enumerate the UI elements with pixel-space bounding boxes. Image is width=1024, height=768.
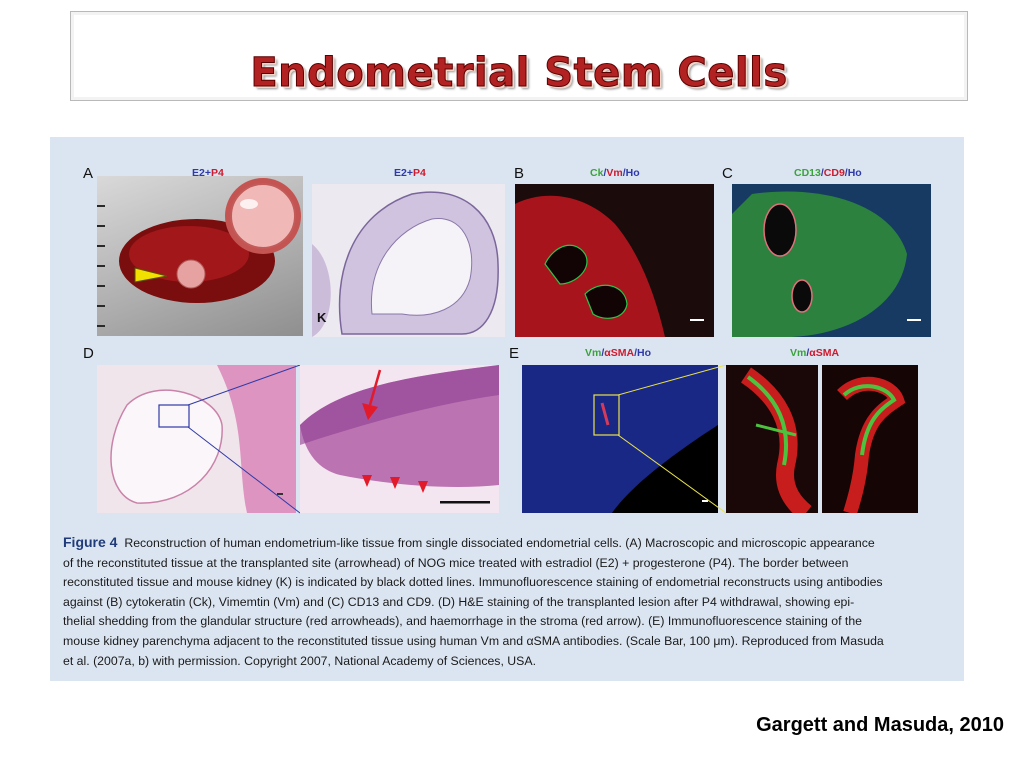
stain-ho: Ho [625, 167, 640, 179]
panel-a-macro-photo [97, 176, 303, 336]
caption-figure-label: Figure 4 [63, 534, 118, 550]
citation-credit: Gargett and Masuda, 2010 [756, 714, 1004, 736]
panel-e-overview [522, 365, 718, 513]
caption-line-7: et al. (2007a, b) with permission. Copyr… [63, 653, 536, 668]
caption-line-2: of the reconstituted tissue at the trans… [63, 555, 849, 570]
panel-label-a: A [83, 165, 94, 182]
histology-graphic [312, 191, 499, 337]
stain-vm: Vm [606, 167, 623, 179]
panel-d-he-zoom [300, 365, 499, 513]
stain-ck: Ck [590, 167, 604, 179]
panel-e-zoom-2 [822, 365, 918, 513]
stain-sep: / [622, 167, 626, 179]
kidney-photo-graphic [97, 178, 301, 327]
title-box: Endometrial Stem Cells [70, 11, 968, 101]
panel-e-stain-1: Vm/αSMA/Ho [585, 347, 651, 359]
he-overview-graphic [110, 365, 296, 513]
caption-line-6: mouse kidney parenchyma adjacent to the … [63, 633, 884, 648]
he-zoom-graphic [300, 365, 499, 504]
stain-sep: / [820, 167, 824, 179]
stain-cd13: CD13 [794, 167, 821, 179]
panel-c-fluorescence [732, 184, 931, 337]
stain-sep: / [844, 167, 848, 179]
panel-b-fluorescence [515, 184, 714, 337]
stain-e2: E2+ [394, 167, 413, 179]
panel-e-zoom-1 [726, 365, 818, 513]
caption-line-3: reconstituted tissue and mouse kidney (K… [63, 575, 883, 590]
fluorescence-e-zoom-1-graphic [740, 367, 812, 513]
stain-sma: αSMA [809, 347, 840, 359]
panel-b-stain: Ck/Vm/Ho [590, 167, 640, 179]
fluorescence-c-graphic [732, 184, 931, 337]
panel-a-stain-2: E2+P4 [394, 167, 426, 179]
panel-c-stain: CD13/CD9/Ho [794, 167, 862, 179]
caption-line-1: Figure 4 Reconstruction of human endomet… [63, 533, 955, 554]
panel-d-he-overview [97, 365, 296, 513]
stain-sep: / [806, 347, 810, 359]
fluorescence-b-graphic [515, 195, 704, 337]
caption-line-5: thelial shedding from the glandular stru… [63, 614, 863, 629]
slide-title: Endometrial Stem Cells [250, 50, 788, 97]
panel-label-d: D [83, 345, 94, 362]
stain-vm: Vm [790, 347, 807, 359]
panel-label-c: C [722, 165, 733, 182]
panel-a-histology: K [312, 184, 505, 337]
figure-panel: A E2+P4 E2+P4 B Ck/Vm/Ho C CD13/CD9/Ho [50, 137, 964, 681]
panel-label-b: B [514, 165, 525, 182]
stain-sep: / [601, 347, 605, 359]
stain-sma: αSMA [604, 347, 635, 359]
zoom-connector-e [618, 365, 727, 514]
caption-text: Reconstruction of human endometrium-like… [124, 536, 875, 550]
panel-label-e: E [509, 345, 520, 362]
stain-ho: Ho [847, 167, 862, 179]
stain-cd9: CD9 [823, 167, 845, 179]
stain-p4: P4 [412, 167, 426, 179]
stain-vm: Vm [585, 347, 602, 359]
caption-line-4: against (B) cytokeratin (Ck), Vimemtin (… [63, 594, 855, 609]
stain-sep: / [603, 167, 607, 179]
figure-caption: Figure 4 Reconstruction of human endomet… [63, 533, 955, 671]
kidney-label: K [317, 310, 327, 325]
zoom-connector-d [187, 365, 301, 514]
stain-sep: / [634, 347, 637, 359]
fluorescence-e-zoom-2-graphic [837, 376, 906, 513]
panel-e-stain-2: Vm/αSMA [790, 347, 839, 359]
stain-ho: Ho [636, 347, 651, 359]
